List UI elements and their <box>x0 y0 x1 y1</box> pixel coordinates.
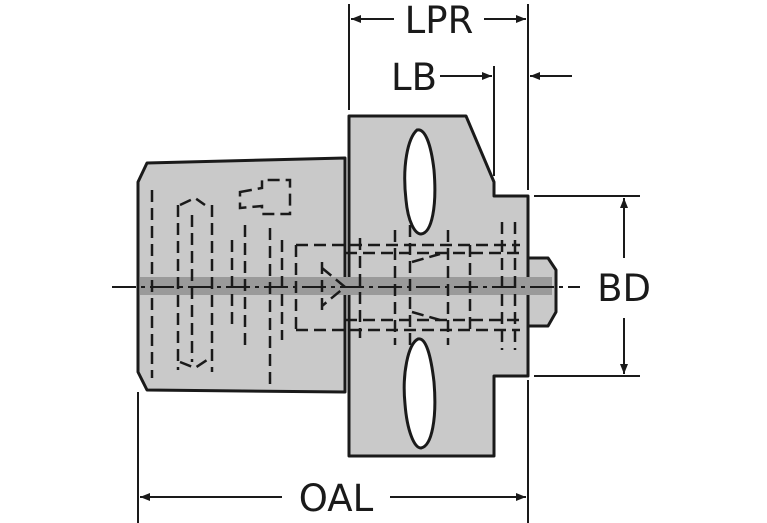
extension-lines <box>137 4 640 523</box>
hidden-lines <box>150 178 520 392</box>
drive-slot-bottom <box>402 337 437 450</box>
dimension-label-lpr: LPR <box>405 0 474 42</box>
drive-slot-top <box>403 128 437 236</box>
shank-body <box>136 156 347 394</box>
dimension-label-lb: LB <box>391 56 437 99</box>
dimension-lines <box>140 15 628 501</box>
dimension-label-bd: BD <box>597 267 651 310</box>
dimension-label-oal: OAL <box>299 477 374 520</box>
